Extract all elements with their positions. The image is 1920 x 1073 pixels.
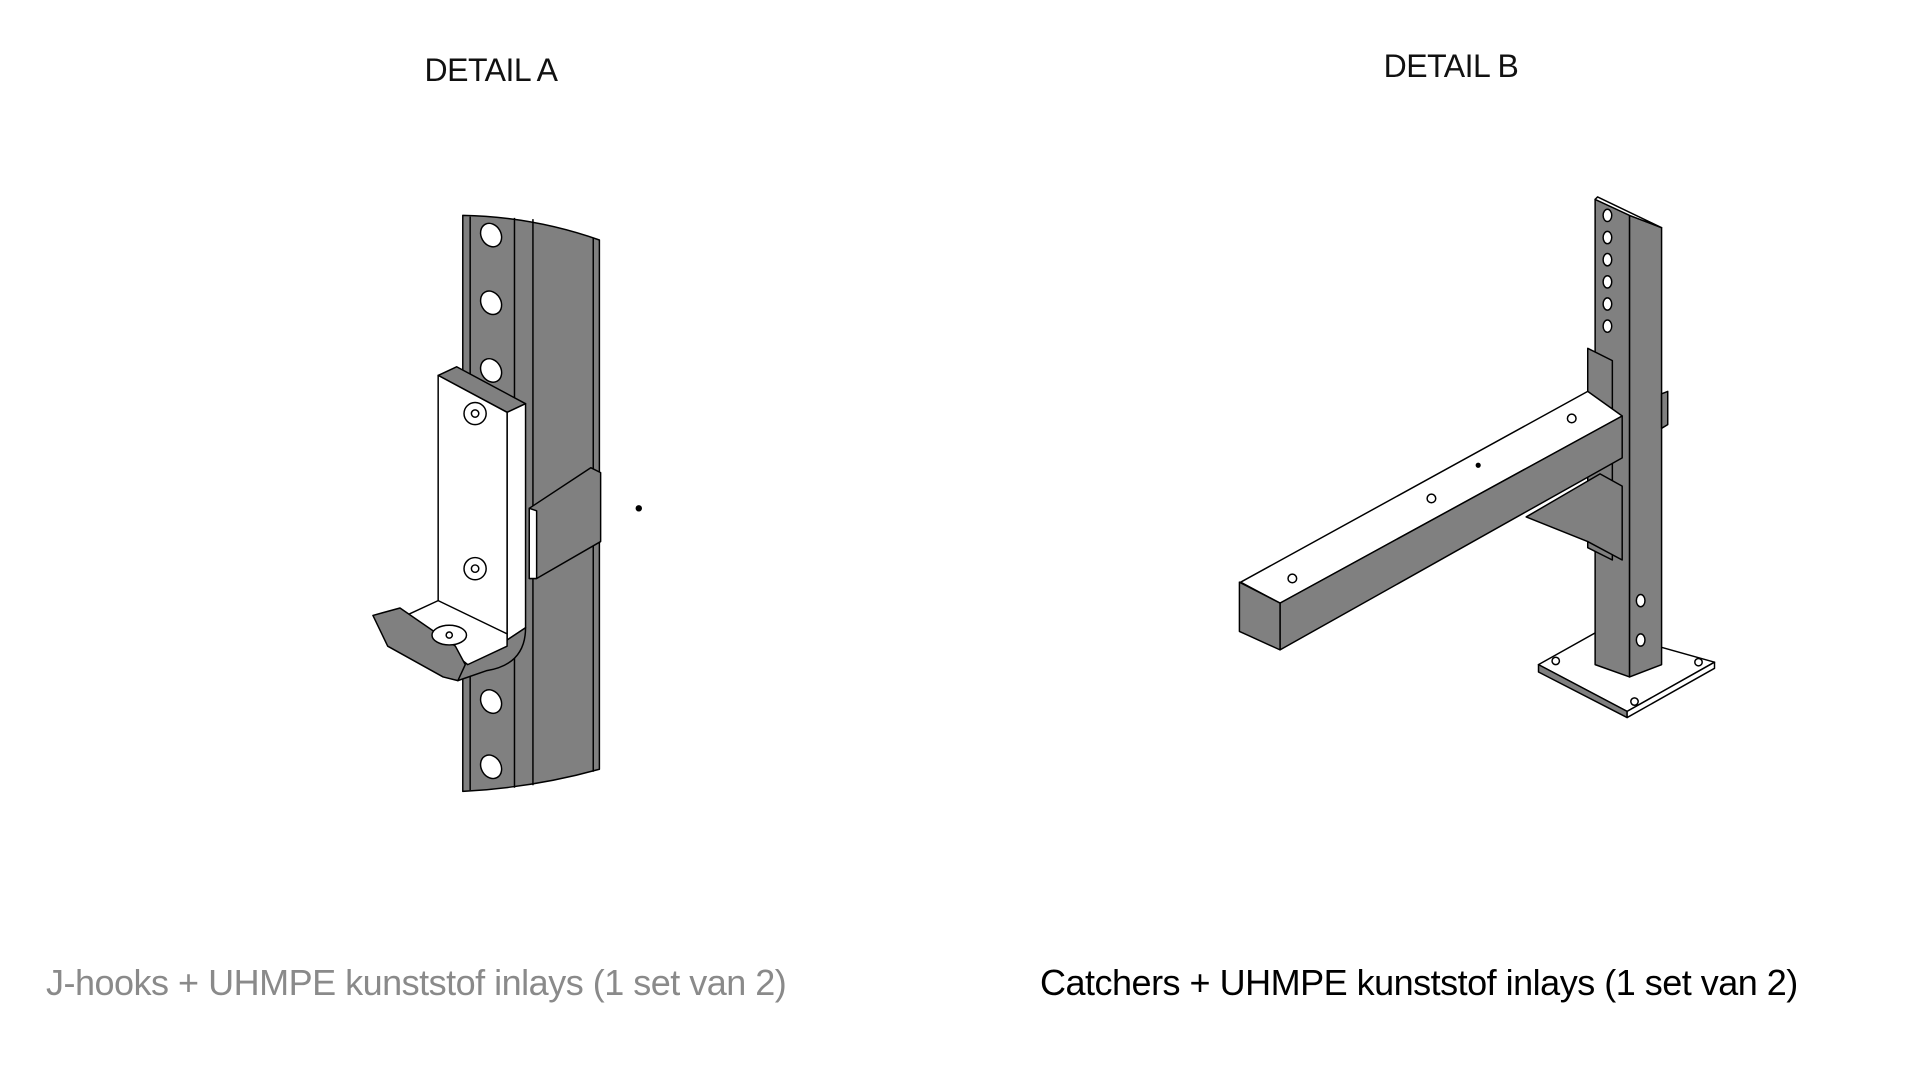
detail-b-title: DETAIL B — [1383, 48, 1519, 84]
catcher-drawing — [1238, 196, 1716, 719]
j-hook-drawing — [372, 214, 642, 793]
detail-b-caption: Catchers + UHMPE kunststof inlays (1 set… — [1040, 962, 1798, 1003]
detail-a-caption: J-hooks + UHMPE kunststof inlays (1 set … — [46, 962, 787, 1003]
detail-a-title: DETAIL A — [424, 52, 558, 88]
